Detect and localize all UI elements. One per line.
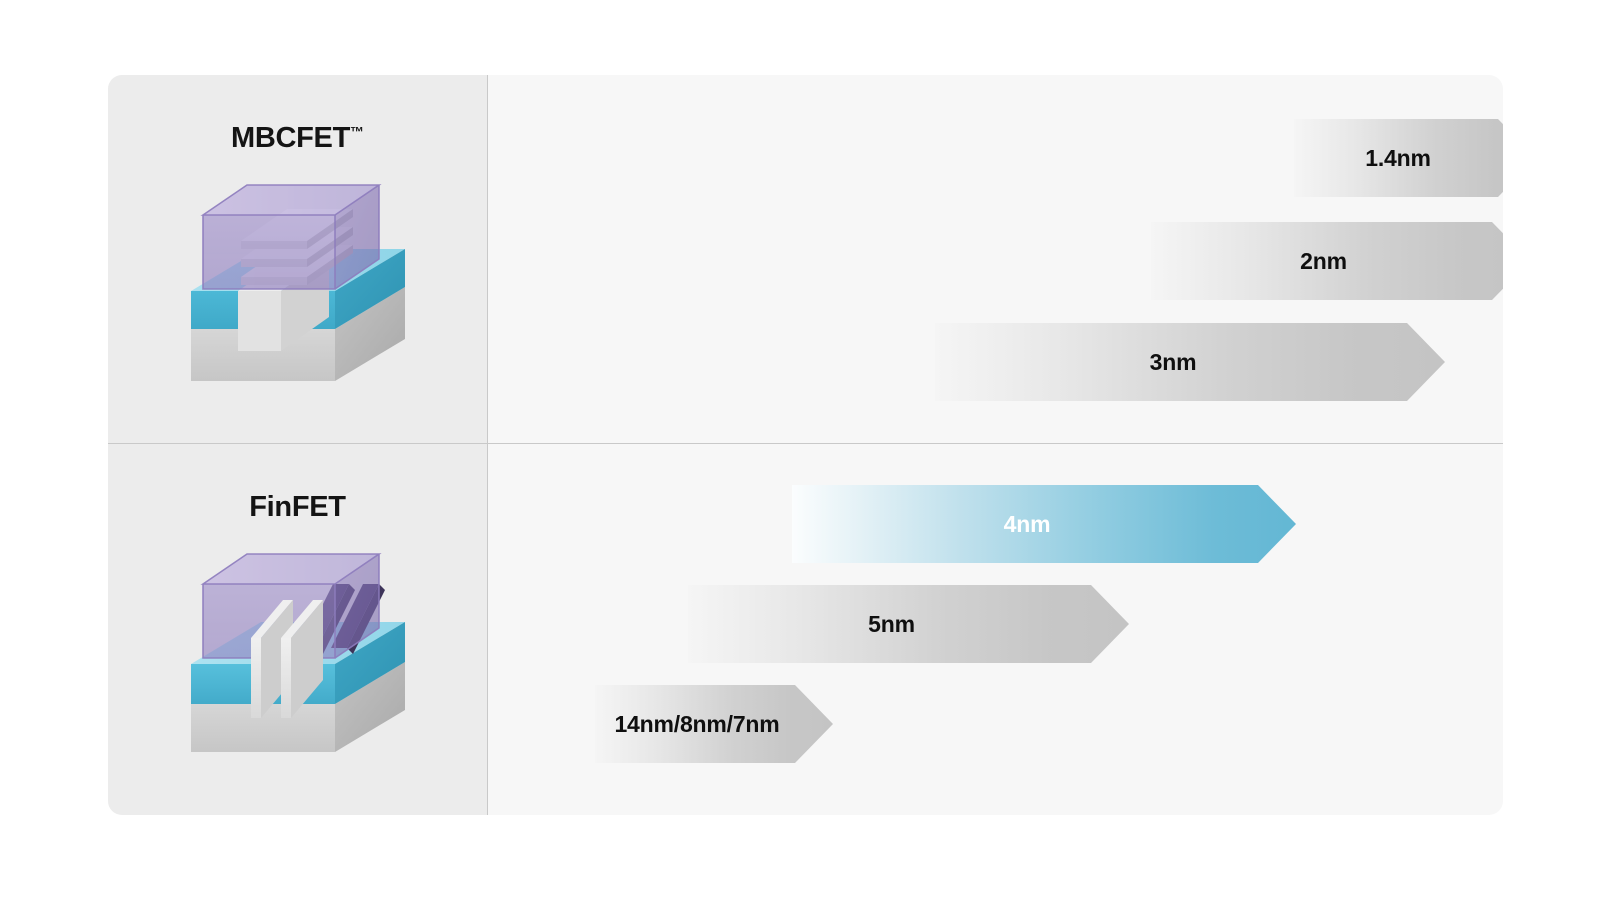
bar-label-3nm: 3nm: [1149, 348, 1197, 375]
bar-2nm[interactable]: 2nm: [1151, 222, 1503, 300]
label-cell-mbcfet: MBCFET™: [108, 75, 487, 443]
bar-14nm-8nm-7nm[interactable]: 14nm/8nm/7nm: [595, 685, 833, 763]
horizontal-divider: [108, 443, 1503, 444]
tech-title-finfet-text: FinFET: [249, 491, 346, 523]
bar-label-14nm-8nm-7nm: 14nm/8nm/7nm: [614, 710, 780, 737]
bar-1-4nm[interactable]: 1.4nm: [1294, 119, 1503, 197]
row-finfet: FinFET: [108, 444, 1503, 812]
bar-label-4nm: 4nm: [1003, 510, 1051, 537]
bar-label-1-4nm: 1.4nm: [1365, 144, 1431, 171]
bar-label-2nm: 2nm: [1300, 247, 1347, 274]
bars-finfet: 4nm 5nm 14nm/8nm/7nm: [487, 444, 1503, 812]
bar-4nm[interactable]: 4nm: [792, 485, 1296, 563]
bars-mbcfet: 1.4nm 2nm 3nm: [487, 75, 1503, 443]
bar-label-5nm: 5nm: [868, 610, 915, 637]
finfet-svg: [190, 553, 405, 752]
bar-5nm[interactable]: 5nm: [688, 585, 1129, 663]
tech-title-finfet: FinFET: [108, 491, 487, 524]
label-cell-finfet: FinFET: [108, 444, 487, 812]
bar-3nm[interactable]: 3nm: [935, 323, 1445, 401]
tech-title-mbcfet-text: MBCFET: [230, 122, 350, 154]
mbcfet-3d-illustration: [183, 169, 413, 389]
tech-title-mbcfet: MBCFET™: [108, 122, 487, 155]
mbcfet-svg: [190, 184, 405, 381]
vertical-divider: [487, 75, 488, 815]
row-mbcfet: MBCFET™: [108, 75, 1503, 443]
trademark-symbol: ™: [350, 123, 364, 140]
roadmap-panel: MBCFET™: [108, 75, 1503, 815]
finfet-3d-illustration: [183, 538, 413, 758]
